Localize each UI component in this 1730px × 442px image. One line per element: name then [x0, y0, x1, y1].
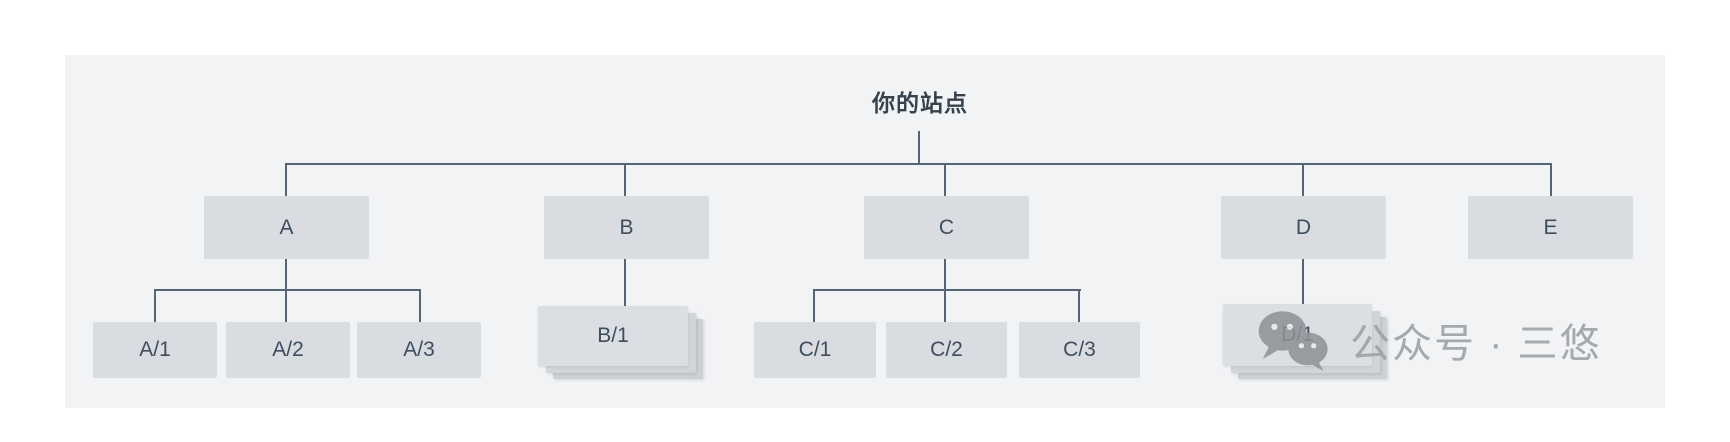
node-a: A	[204, 196, 369, 259]
watermark-text: 公众号 · 三悠	[1350, 322, 1602, 366]
connector-drop-c1	[813, 289, 815, 323]
connector-stem-d	[1302, 259, 1304, 305]
node-a2: A/2	[226, 322, 350, 378]
connector-stem-b	[624, 259, 626, 307]
node-c1: C/1	[754, 322, 876, 378]
watermark: 公众号 · 三悠	[1252, 306, 1602, 374]
root-node-label: 你的站点	[872, 90, 968, 116]
connector-drop-c3	[1078, 289, 1080, 323]
node-b1-stack: B/1	[538, 306, 703, 379]
connector-drop-a1	[154, 289, 156, 323]
node-c2: C/2	[886, 322, 1007, 378]
connector-root-drop	[918, 131, 920, 165]
connector-stem-a	[285, 259, 287, 323]
connector-drop-a	[285, 163, 287, 197]
connector-bus-a-children	[154, 289, 421, 291]
connector-drop-a3	[419, 289, 421, 323]
wechat-icon	[1258, 311, 1328, 372]
connector-drop-d	[1302, 163, 1304, 197]
node-a1: A/1	[93, 322, 217, 378]
node-c: C	[864, 196, 1029, 259]
node-b: B	[544, 196, 709, 259]
connector-drop-e	[1550, 163, 1552, 197]
connector-drop-c	[944, 163, 946, 197]
node-b1: B/1	[538, 306, 688, 366]
connector-stem-c	[944, 259, 946, 323]
node-d: D	[1221, 196, 1386, 259]
connector-bus-level1	[285, 163, 1552, 165]
node-c3: C/3	[1019, 322, 1140, 378]
node-a3: A/3	[357, 322, 481, 378]
node-e: E	[1468, 196, 1633, 259]
connector-drop-b	[624, 163, 626, 197]
connector-bus-c-children	[813, 289, 1081, 291]
